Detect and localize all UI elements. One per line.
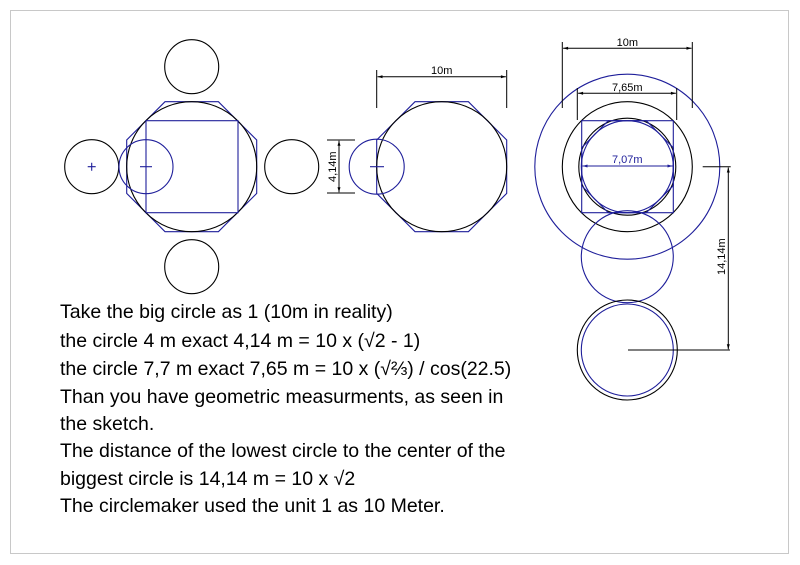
note-line: The circlemaker used the unit 1 as 10 Me… — [60, 495, 445, 517]
note-line: biggest circle is 14,14 m = 10 x √2 — [60, 468, 355, 490]
note-line: Take the big circle as 1 (10m in reality… — [60, 301, 393, 323]
middle-circle — [578, 117, 677, 216]
big-circle — [126, 101, 258, 233]
note-line: the circle 4 m exact 4,14 m = 10 x (√2 -… — [60, 330, 420, 352]
note-line: Than you have geometric measurments, as … — [60, 386, 503, 408]
center-mark — [87, 162, 96, 171]
big-circle — [561, 101, 693, 233]
note-line: the sketch. — [60, 413, 154, 435]
right-circle — [264, 139, 320, 195]
middle-figure: 10m 4,14m — [327, 65, 508, 233]
left-figure — [64, 39, 320, 295]
dimension-label-4-14m: 4,14m — [327, 151, 339, 182]
top-circle — [164, 39, 220, 95]
blue-small-circle — [348, 138, 405, 195]
dimension-label-7-65m: 7,65m — [612, 82, 643, 94]
drawing-frame — [10, 10, 789, 554]
dimension-extension-lines — [327, 139, 355, 194]
explanation-notes: Take the big circle as 1 (10m in reality… — [60, 301, 511, 517]
note-line: The distance of the lowest circle to the… — [60, 440, 506, 462]
right-figure: 10m 7,65m 7,07m 14,14m — [534, 37, 731, 401]
note-line: the circle 7,7 m exact 7,65 m = 10 x (√⅔… — [60, 358, 511, 380]
dimension-extension-lines — [576, 88, 678, 120]
dimension-extension-lines — [376, 70, 508, 108]
blue-small-circle — [118, 139, 174, 195]
dimension-extension-lines — [628, 166, 731, 351]
dimension-label-7-07m: 7,07m — [612, 154, 643, 166]
lower-blue-circle — [580, 210, 674, 304]
inner-blue-circle — [580, 120, 674, 214]
bottom-circle — [164, 239, 220, 295]
dimension-label-10m: 10m — [431, 65, 452, 77]
dimension-label-10m: 10m — [617, 37, 638, 49]
octagon — [376, 101, 508, 233]
dimension-label-14-14m: 14,14m — [716, 238, 728, 275]
inscribed-square — [145, 120, 239, 214]
dimension-extension-lines — [561, 42, 693, 108]
